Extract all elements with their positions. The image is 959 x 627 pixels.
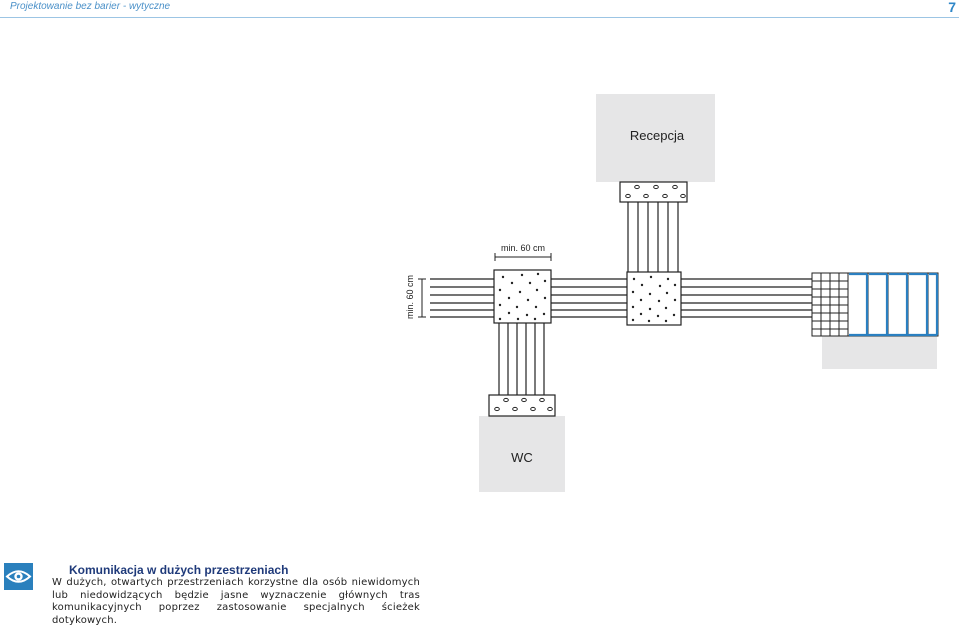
stairs	[847, 272, 939, 337]
wc-room	[479, 416, 565, 492]
reception-room	[596, 94, 715, 182]
horizontal-guidance-path	[430, 278, 812, 318]
dimension-vertical-label: min. 60 cm	[405, 275, 415, 319]
wc-guidance-path	[498, 323, 545, 395]
page-number: 7	[948, 0, 956, 15]
junction-warning-tile-right	[626, 271, 682, 326]
wc-entry-warning-bar	[488, 394, 556, 417]
stairs-warning-grid	[811, 272, 849, 337]
reception-guidance-path	[627, 202, 679, 272]
wc-label: WC	[511, 450, 533, 465]
eye-icon	[4, 563, 33, 590]
reception-entry-warning-bar	[619, 181, 688, 203]
section-heading: Komunikacja w dużych przestrzeniach	[69, 563, 289, 577]
header-divider	[0, 17, 959, 18]
dimension-horizontal-label: min. 60 cm	[501, 243, 545, 253]
stairs-landing	[822, 334, 937, 369]
header-title: Projektowanie bez barier - wytyczne	[10, 1, 171, 12]
dimension-vertical: min. 60 cm	[405, 275, 426, 319]
section-body-text: W dużych, otwartych przestrzeniach korzy…	[52, 577, 420, 626]
dimension-horizontal: min. 60 cm	[494, 243, 552, 261]
reception-label: Recepcja	[630, 128, 685, 143]
junction-warning-tile-left	[493, 269, 552, 324]
